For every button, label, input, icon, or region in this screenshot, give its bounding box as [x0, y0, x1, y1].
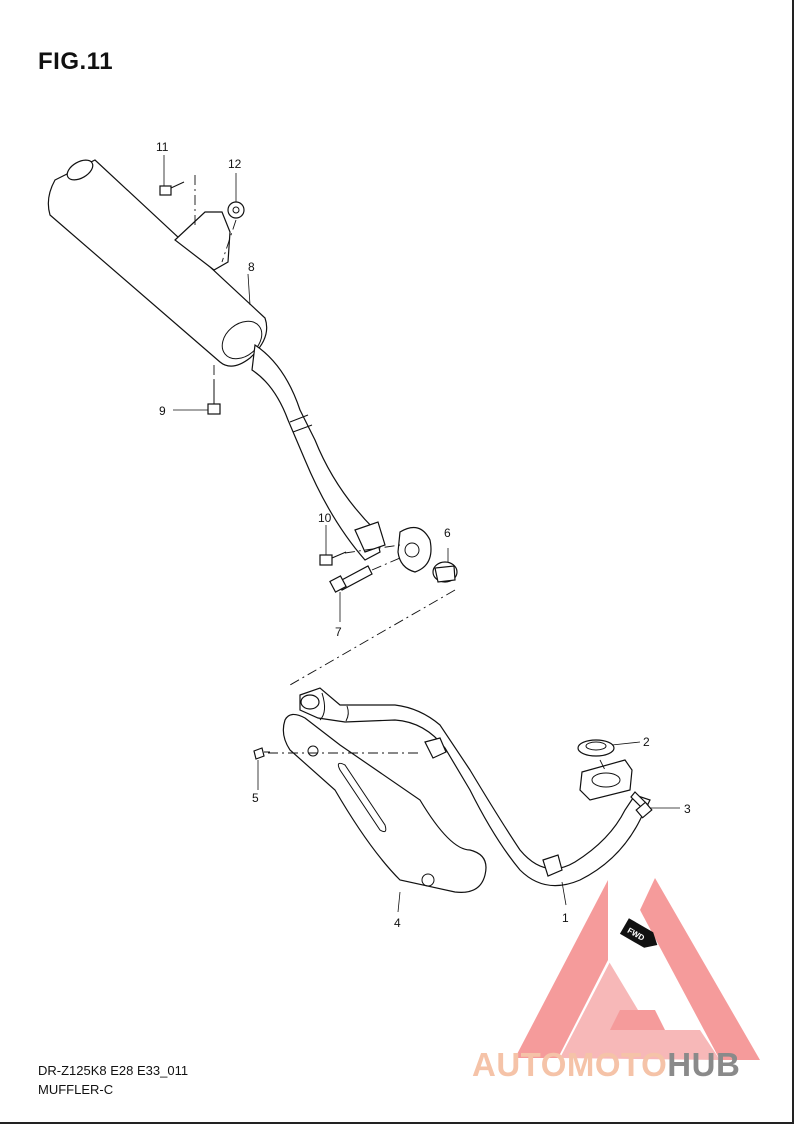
clamp-bolt-small [319, 551, 347, 566]
watermark-text: AUTOMOTOHUB [472, 1046, 740, 1084]
callout-6: 6 [444, 526, 451, 540]
diagram-name: MUFFLER-C [38, 1082, 114, 1097]
gasket [577, 739, 615, 757]
diagram-code: DR-Z125K8 E28 E33_011 [38, 1063, 189, 1078]
callout-11: 11 [156, 140, 169, 154]
callout-4: 4 [394, 916, 401, 930]
shield-screw [253, 747, 270, 760]
callout-2: 2 [643, 735, 650, 749]
watermark-logo [515, 878, 760, 1060]
callout-9: 9 [159, 404, 166, 418]
watermark-text-part1: AUTOMOTO [472, 1046, 668, 1083]
grommet [227, 201, 245, 219]
callout-10: 10 [318, 511, 332, 525]
callout-5: 5 [252, 791, 259, 805]
muffler [47, 159, 432, 573]
callout-1: 1 [562, 911, 569, 925]
bracket-bolt [159, 181, 185, 196]
heat-shield [282, 713, 487, 893]
figure-title: FIG.11 [38, 48, 114, 75]
callout-8: 8 [248, 260, 255, 274]
leader-lines [163, 155, 680, 913]
callout-7: 7 [335, 625, 342, 639]
fwd-arrow-icon: FWD [619, 918, 658, 948]
callout-12: 12 [228, 157, 242, 171]
exhaust-flange [579, 759, 633, 801]
exhaust-bolt [630, 791, 653, 819]
watermark-text-part2: HUB [667, 1046, 741, 1083]
muffler-gasket [432, 561, 458, 583]
assembly-lines [194, 175, 607, 773]
callout-3: 3 [684, 802, 691, 816]
clamp-bolt [329, 565, 373, 593]
